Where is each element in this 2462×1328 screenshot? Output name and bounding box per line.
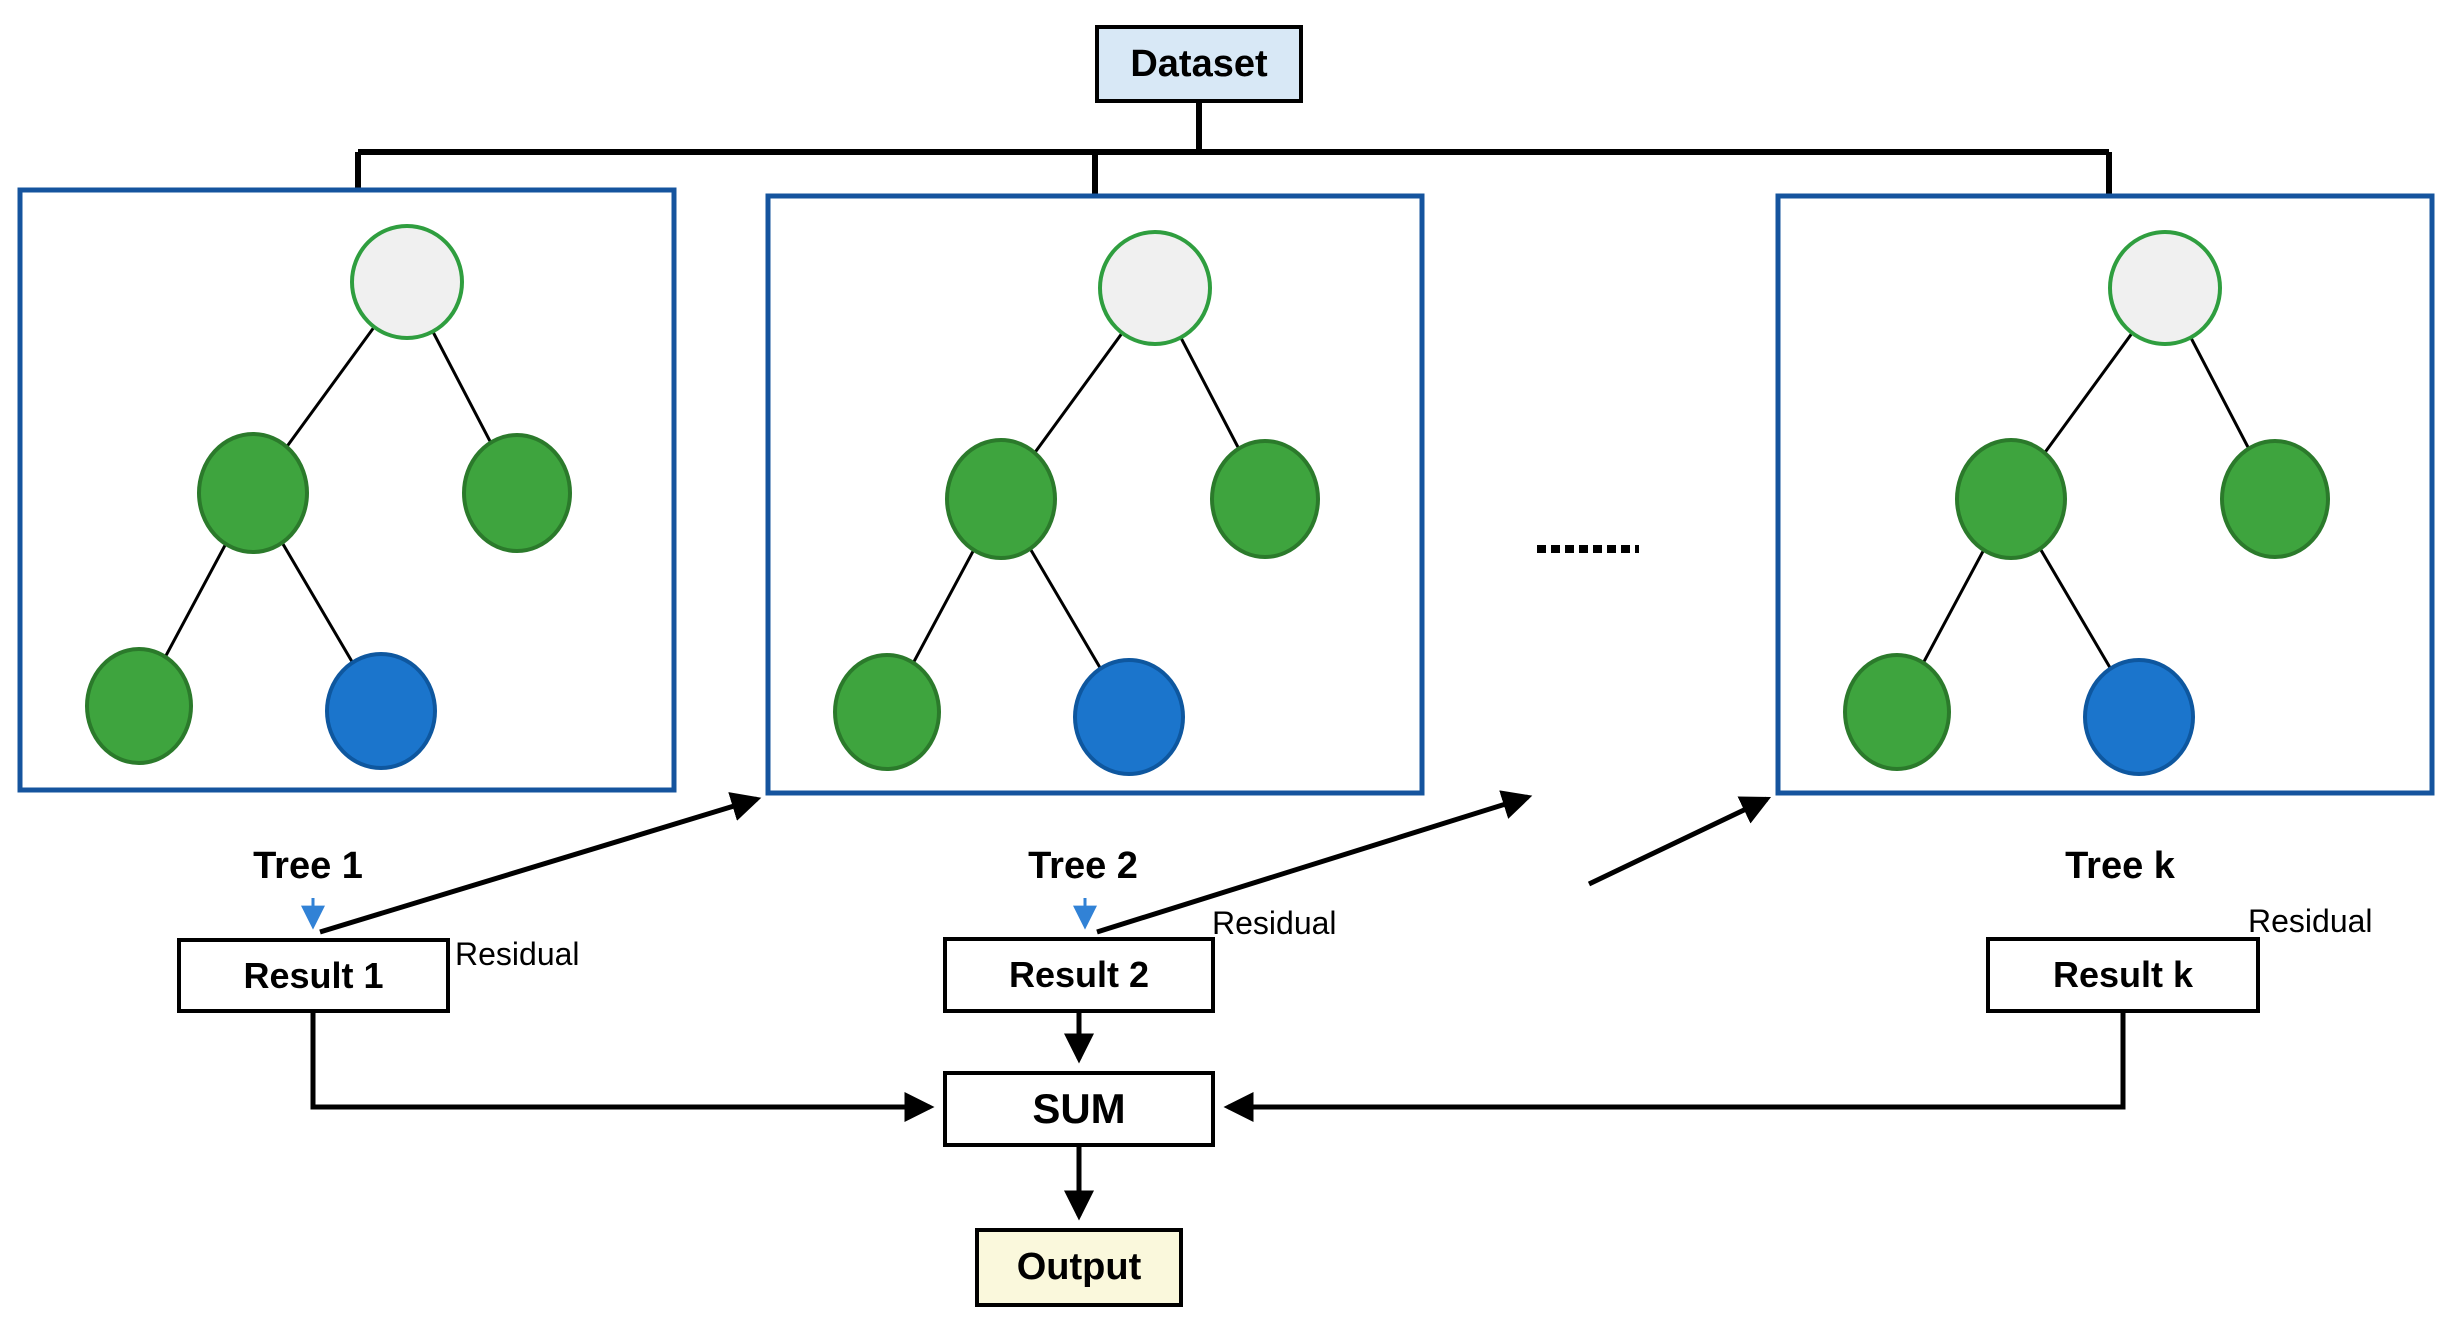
tree-k-leaf-node-green (1843, 653, 1951, 771)
result-k-box: Result k (1986, 937, 2260, 1013)
tree-2-label: Tree 2 (1028, 845, 1138, 887)
dataset-label: Dataset (1130, 42, 1268, 85)
residual-label-k: Residual (2248, 903, 2373, 939)
result1-to-sum-connector (310, 1013, 935, 1122)
tree-2-leaf-node-blue (1073, 658, 1185, 776)
residual-arrow-2 (1096, 790, 1533, 935)
tree-1-root-node (350, 224, 464, 340)
dataset-box: Dataset (1095, 25, 1303, 103)
result-k-label: Result k (2052, 954, 2194, 995)
tree-1-panel (17, 187, 677, 793)
result-1-box: Result 1 (177, 938, 450, 1013)
tree-1-leaf-node-green (85, 647, 193, 765)
residual-arrow-k (1587, 796, 1772, 887)
result-1-label: Result 1 (243, 954, 384, 996)
tree-1-split-node-left (197, 432, 309, 554)
tree-2-split-node-right (1210, 439, 1320, 559)
tree-2-split-node-left (945, 438, 1057, 560)
tree-2-panel (765, 193, 1425, 796)
sum-box: SUM (943, 1071, 1215, 1147)
tree-k-branches (1895, 287, 2277, 718)
tree-k-label: Tree k (2065, 845, 2175, 887)
tree-k-leaf-node-blue (2083, 658, 2195, 776)
tree-1-label: Tree 1 (253, 845, 363, 887)
residual-label-1: Residual (455, 936, 580, 972)
result-2-box: Result 2 (943, 937, 1215, 1013)
sum-label: SUM (1032, 1085, 1126, 1132)
tree-k-split-node-right (2220, 439, 2330, 559)
residual-label-2: Residual (1212, 905, 1337, 941)
result-2-label: Result 2 (1008, 954, 1150, 995)
output-box: Output (975, 1228, 1183, 1307)
tree-k-panel (1775, 193, 2435, 796)
tree-2-root-node (1098, 230, 1212, 346)
tree-2-branches (885, 287, 1267, 718)
output-label: Output (1016, 1246, 1142, 1288)
resultk-to-sum-connector (1223, 1013, 2126, 1122)
tree-1-split-node-right (462, 433, 572, 553)
residual-arrow-1 (319, 792, 762, 935)
tree-k-root-node (2108, 230, 2222, 346)
tree-1-branches (137, 281, 519, 712)
tree-2-leaf-node-green (833, 653, 941, 771)
tree-k-split-node-left (1955, 438, 2067, 560)
tree-1-leaf-node-blue (325, 652, 437, 770)
